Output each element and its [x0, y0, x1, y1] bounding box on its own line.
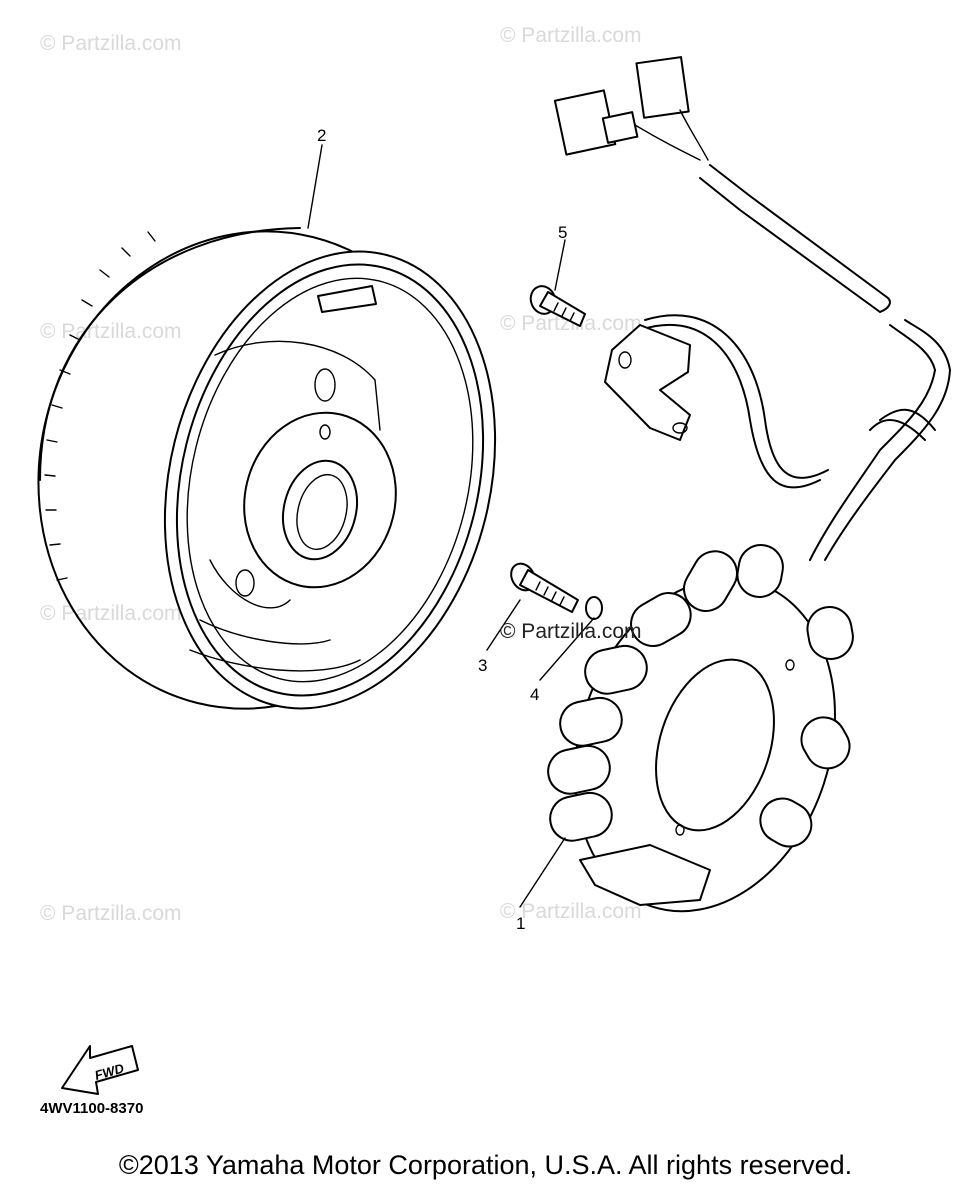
diagram-code: 4WV1100-8370: [40, 1100, 143, 1117]
callout-part-4: 4: [530, 685, 539, 704]
callout-part-5: 5: [558, 223, 567, 242]
watermark: © Partzilla.com: [40, 902, 182, 925]
fasteners: [510, 285, 603, 620]
watermark: © Partzilla.com: [500, 24, 642, 47]
watermark: © Partzilla.com: [40, 32, 182, 55]
watermark: © Partzilla.com: [500, 312, 642, 335]
watermark: © Partzilla.com: [40, 602, 182, 625]
callout-part-2: 2: [317, 126, 326, 145]
watermark: © Partzilla.com: [500, 900, 642, 923]
watermark: © Partzilla.com: [500, 620, 642, 643]
stator-assembly: [547, 544, 854, 913]
flywheel-rotor: [37, 227, 497, 710]
fwd-arrow-icon: FWD: [61, 1045, 139, 1095]
watermark: © Partzilla.com: [40, 320, 182, 343]
parts-diagram: © Partzilla.com © Partzilla.com © Partzi…: [37, 24, 951, 1117]
wiring-harness: [553, 56, 951, 561]
callout-part-3: 3: [478, 656, 487, 675]
copyright-notice: ©2013 Yamaha Motor Corporation, U.S.A. A…: [118, 1150, 853, 1180]
callout-part-1: 1: [516, 914, 525, 933]
leader-lines: [307, 144, 595, 908]
